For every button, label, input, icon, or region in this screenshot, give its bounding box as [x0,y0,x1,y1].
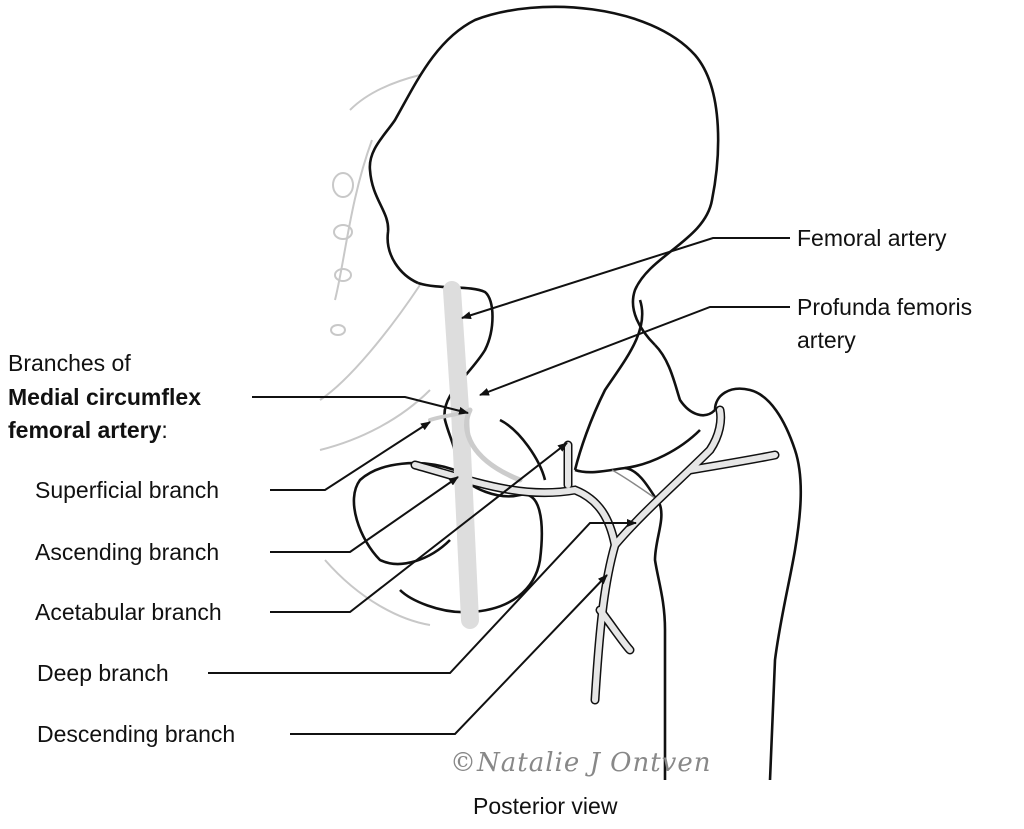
label-deep-branch: Deep branch [37,660,169,686]
pelvis-outline [352,5,720,614]
label-ascending-branch: Ascending branch [35,539,220,565]
label-colon: : [161,417,168,443]
label-femoral-artery-bold: femoral artery [8,417,162,443]
leader-femoral-artery [461,237,790,320]
label-profunda-line1: Profunda femoris [797,294,973,320]
leader-profunda [479,306,790,396]
leader-deep [208,519,637,674]
artist-signature: ©Natalie J Ontven [450,748,712,778]
leader-lines [208,237,790,735]
femur-outline [574,387,803,781]
leader-descending [290,574,608,735]
leader-acetabular [270,442,568,613]
label-femoral-artery-heading: femoral artery: [8,417,168,443]
label-descending-branch: Descending branch [37,721,236,747]
leader-superficial [270,421,431,491]
label-profunda-line2: artery [797,327,856,353]
label-acetabular-branch: Acetabular branch [35,599,222,625]
leader-medial-circumflex [252,396,469,415]
caption-posterior-view: Posterior view [473,793,618,819]
sacrum-outline [319,74,431,626]
leader-ascending [270,476,459,553]
label-branches-of: Branches of [8,350,131,376]
label-superficial-branch: Superficial branch [35,477,220,503]
label-femoral-artery: Femoral artery [797,225,947,251]
label-medial-circumflex: Medial circumflex [8,384,202,410]
